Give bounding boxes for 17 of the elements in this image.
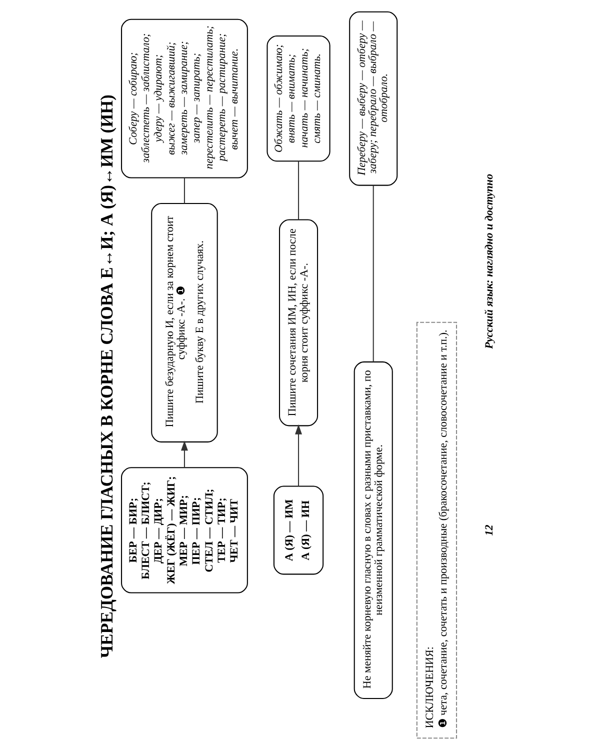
node-box: Пишите безударную И, если за корнем стоит суффикс -А-. ❶ Пишите букву Е в других случаях. <box>150 203 218 442</box>
node-box: БЕР — БИР; БЛЕСТ — БЛИСТ; ДЕР — ДИР; ЖЕГ (ЖЁГ) — ЖИГ; МЕР — МИР; ПЕР — ПИР; СТЕЛ — СТИЛ; ТЕР — ТИР; ЧЕТ — ЧИТ <box>120 467 248 594</box>
label: 12 <box>483 524 496 536</box>
arrow <box>180 440 188 468</box>
node-box: ИСКЛЮЧЕНИЯ: ❶ чета, сочетание, сочетать и производные (бракосочетание, словосочетание и т.п.). <box>416 322 457 739</box>
connector <box>183 178 184 204</box>
connector <box>298 161 299 220</box>
node-box: Пишите сочетания ИМ, ИН, если после корня стоит суффикс -А-. <box>278 219 318 426</box>
node-box: А (Я) — ИМ А (Я) — ИН <box>272 486 324 575</box>
diagram-title: ЧЕРЕДОВАНИЕ ГЛАСНЫХ В КОРНЕ СЛОВА Е↔И; А (Я)↔ИМ (ИН) <box>96 94 116 658</box>
node-box: Не меняйте корневую гласную в словах с разными приставками, по неизменной грамматической форме. <box>353 361 392 700</box>
node-box: Соберу — собираю; заблестеть — заблистало; удеру — удирают; выжег — выжигавший; замереть — замирание; запер — запирать; перестелить — перестилать; растереть — растирание; вычет — вычитание. <box>120 18 248 178</box>
arrow <box>294 424 302 486</box>
connector <box>372 185 374 362</box>
label: Русский язык: наглядно и доступно <box>483 174 496 349</box>
node-box: Переберу — выберу — отберу — заберу; перебрало — выбрало — отобрало. <box>348 11 398 186</box>
node-box: Обжать — обжимаю; внять — внимать; начать — начинать; смять — сминать. <box>266 36 330 162</box>
